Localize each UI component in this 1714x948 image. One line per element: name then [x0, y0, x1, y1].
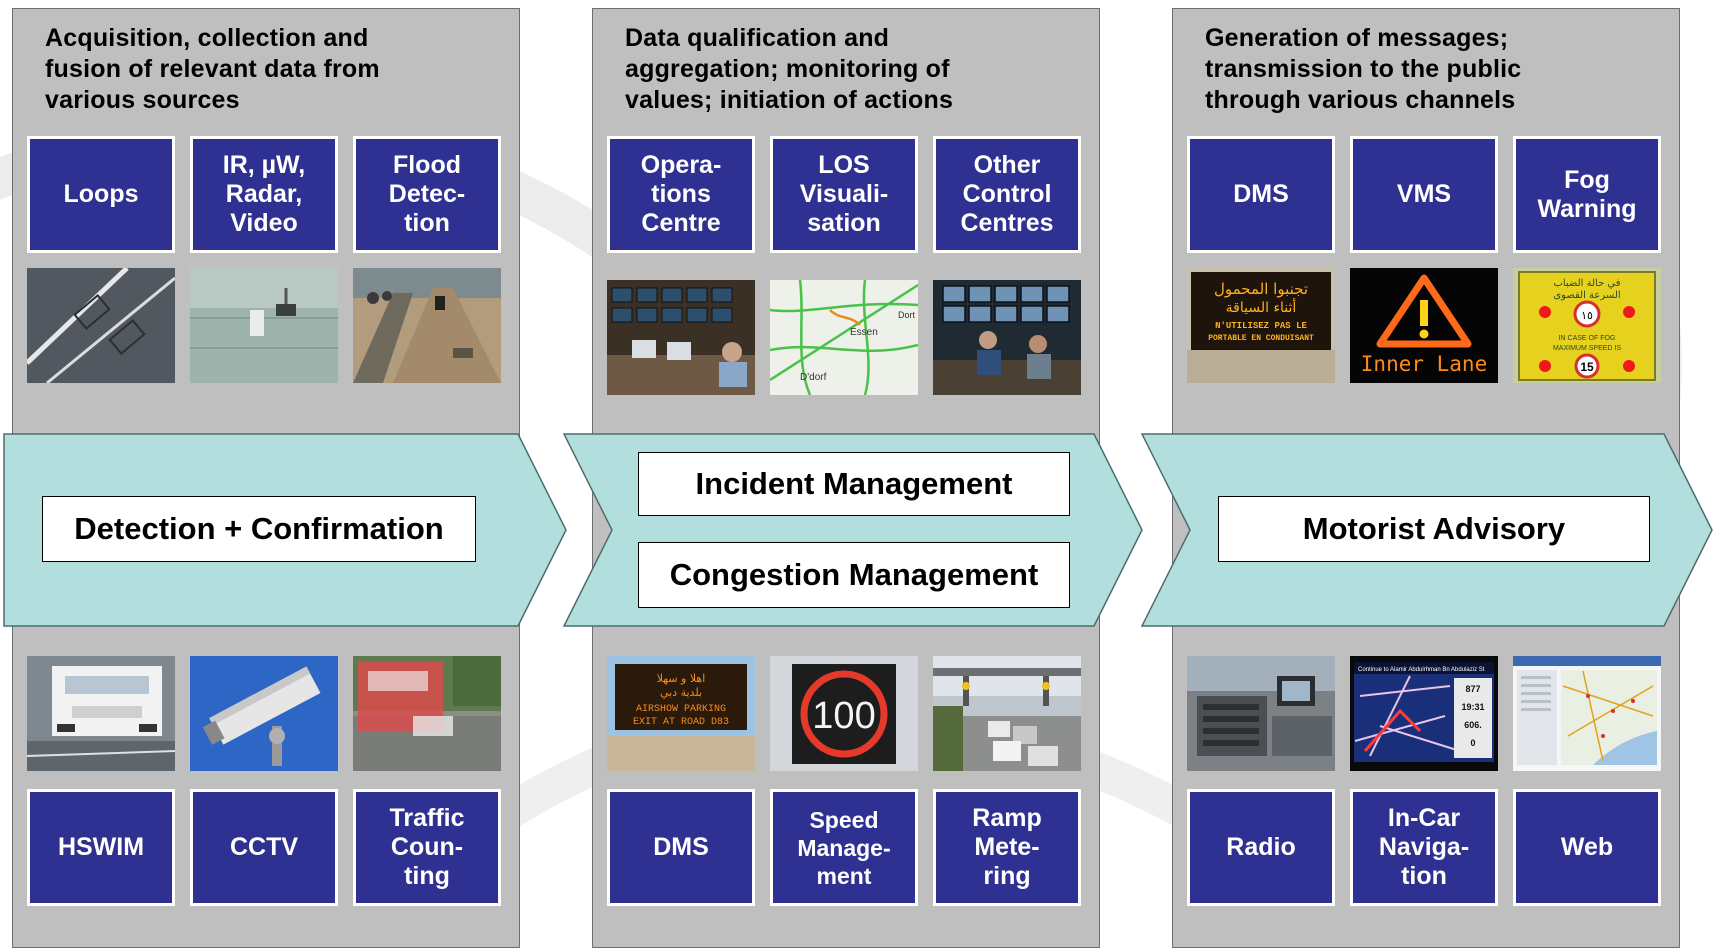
photo-in-car-navigation: Continue to Alamir Abdulrhman Bn Abdulaz…	[1350, 656, 1498, 771]
airshow-arabic-line2: بلدية دبي	[660, 686, 702, 699]
nav-value-2: 19:31	[1461, 702, 1484, 712]
detection-confirmation-label[interactable]: Detection + Confirmation	[42, 496, 476, 562]
airshow-line2: EXIT AT ROAD D83	[633, 717, 729, 728]
nav-value-4: 0	[1470, 738, 1475, 748]
photo-web-map	[1513, 656, 1661, 771]
tile-traffic-counting[interactable]: Traffic Coun- ting	[353, 789, 501, 906]
photo-car-radio	[1187, 656, 1335, 771]
tile-speed-management[interactable]: Speed Manage- ment	[770, 789, 918, 906]
fog-arabic-line2: السرعة القصوى	[1553, 290, 1620, 301]
tile-los-visualisation[interactable]: LOS Visuali- sation	[770, 136, 918, 253]
congestion-management-label[interactable]: Congestion Management	[638, 542, 1070, 608]
panel-title: Generation of messages; transmission to …	[1205, 24, 1522, 114]
tile-radio[interactable]: Radio	[1187, 789, 1335, 906]
photo-control-centre	[933, 280, 1081, 395]
photo-road-loops	[27, 268, 175, 383]
map-label-essen: Essen	[850, 327, 878, 338]
photo-vms-warning: Inner Lane	[1350, 268, 1498, 383]
tile-ir-radar-video[interactable]: IR, µW, Radar, Video	[190, 136, 338, 253]
dms-french-line1: N'UTILISEZ PAS LE	[1215, 321, 1307, 331]
fog-limit-arabic: ١٥	[1581, 309, 1593, 322]
dms-arabic-line2: أثناء السياقة	[1226, 298, 1297, 316]
tile-cctv[interactable]: CCTV	[190, 789, 338, 906]
tile-web[interactable]: Web	[1513, 789, 1661, 906]
photo-dms-arabic-sign: تجنبوا المحمول أثناء السياقة N'UTILISEZ …	[1187, 268, 1335, 383]
photo-truck-hswim	[27, 656, 175, 771]
incident-management-label[interactable]: Incident Management	[638, 452, 1070, 516]
panel-title: Data qualification and aggregation; moni…	[625, 24, 954, 114]
tile-flood-detection[interactable]: Flood Detec- tion	[353, 136, 501, 253]
airshow-line1: AIRSHOW PARKING	[636, 704, 726, 715]
photo-flooded-road	[353, 268, 501, 383]
tile-other-control-centres[interactable]: Other Control Centres	[933, 136, 1081, 253]
fog-english-line1: IN CASE OF FOG	[1559, 335, 1616, 342]
panel-title: Acquisition, collection and fusion of re…	[45, 24, 380, 114]
fog-limit: 15	[1580, 360, 1594, 374]
motorist-advisory-label[interactable]: Motorist Advisory	[1218, 496, 1650, 562]
photo-operations-centre	[607, 280, 755, 395]
dms-french-line2: PORTABLE EN CONDUISANT	[1208, 334, 1314, 343]
map-label-duesseldorf: D'dorf	[800, 372, 827, 383]
fog-arabic-line1: في حالة الضباب	[1553, 278, 1620, 289]
tile-in-car-navigation[interactable]: In-Car Naviga- tion	[1350, 789, 1498, 906]
tile-dms[interactable]: DMS	[1187, 136, 1335, 253]
map-label-dortmund: Dort mun	[898, 310, 918, 320]
tile-operations-centre[interactable]: Opera- tions Centre	[607, 136, 755, 253]
tile-fog-warning[interactable]: Fog Warning	[1513, 136, 1661, 253]
fog-english-line2: MAXIMUM SPEED IS	[1553, 345, 1621, 352]
photo-speed-sign: 100	[770, 656, 918, 771]
photo-roadside-sensor	[190, 268, 338, 383]
tile-dms-management[interactable]: DMS	[607, 789, 755, 906]
nav-value-1: 877	[1465, 684, 1480, 694]
tile-hswim[interactable]: HSWIM	[27, 789, 175, 906]
photo-cctv-camera	[190, 656, 338, 771]
vms-text: Inner Lane	[1361, 352, 1487, 376]
airshow-arabic-line: اهلا و سهلا	[657, 672, 706, 685]
tile-ramp-metering[interactable]: Ramp Mete- ring	[933, 789, 1081, 906]
tile-vms[interactable]: VMS	[1350, 136, 1498, 253]
nav-value-3: 606.	[1464, 720, 1482, 730]
nav-street: Continue to Alamir Abdulrhman Bn Abdulaz…	[1358, 667, 1485, 673]
photo-los-map: Essen Dort mun D'dorf	[770, 280, 918, 395]
photo-fog-warning-sign: في حالة الضباب السرعة القصوى ١٥ IN CASE …	[1513, 268, 1661, 383]
dms-arabic-line1: تجنبوا المحمول	[1214, 280, 1308, 298]
photo-ramp-metering	[933, 656, 1081, 771]
speed-sign-value: 100	[812, 695, 875, 737]
tile-loops[interactable]: Loops	[27, 136, 175, 253]
photo-traffic-counting	[353, 656, 501, 771]
photo-dms-airshow: اهلا و سهلا بلدية دبي AIRSHOW PARKING EX…	[607, 656, 755, 771]
